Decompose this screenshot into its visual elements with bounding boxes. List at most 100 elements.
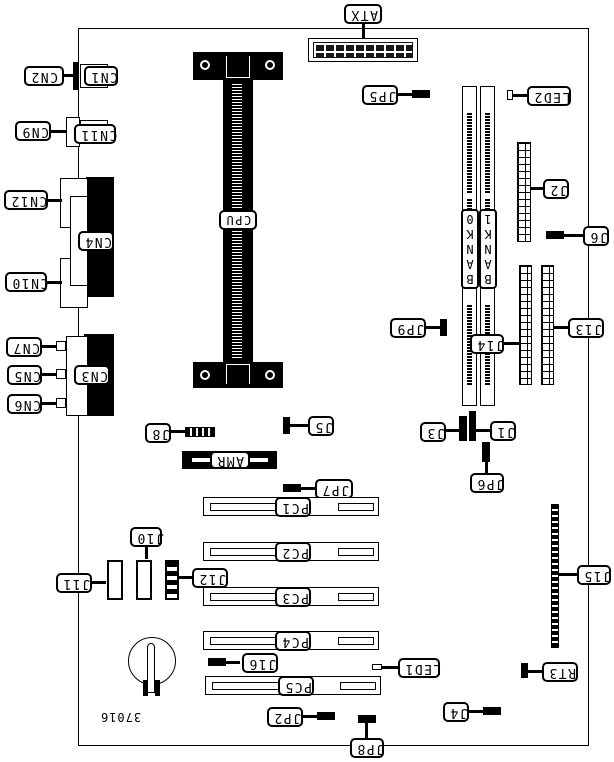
j15-header bbox=[551, 504, 559, 648]
jp9-leader bbox=[426, 326, 440, 329]
rt3-thermistor bbox=[521, 663, 528, 678]
label-jp8: JP8 bbox=[350, 738, 384, 758]
j12-leader bbox=[179, 576, 193, 579]
cn6-leader bbox=[40, 402, 56, 405]
j16-leader bbox=[226, 661, 240, 664]
label-cn9: CN9 bbox=[15, 121, 51, 141]
j14-connector bbox=[519, 265, 532, 385]
label-j12: J12 bbox=[192, 568, 228, 588]
j11-leader bbox=[92, 581, 106, 584]
j15-leader bbox=[559, 573, 577, 576]
label-cn11: CN11 bbox=[74, 124, 117, 144]
led2-leader bbox=[513, 94, 527, 97]
label-j2: J2 bbox=[543, 179, 569, 199]
rt3-leader bbox=[528, 670, 542, 673]
label-j11: J11 bbox=[56, 573, 92, 593]
cn6-jack bbox=[56, 398, 66, 408]
label-led1: LED1 bbox=[398, 658, 441, 678]
j11-header bbox=[107, 560, 123, 600]
label-j16: J16 bbox=[242, 653, 278, 673]
led2-indicator bbox=[507, 90, 513, 100]
j1-leader bbox=[476, 429, 490, 432]
jp6-leader bbox=[485, 462, 488, 474]
cn7-leader bbox=[40, 345, 56, 348]
j6-jumper bbox=[546, 231, 564, 239]
label-j4: J4 bbox=[443, 702, 469, 722]
j2-connector bbox=[517, 142, 531, 242]
atx-leader bbox=[362, 22, 365, 38]
label-cn6: CN6 bbox=[7, 394, 42, 414]
j5-jumper bbox=[283, 417, 290, 434]
label-cn10: CN10 bbox=[5, 272, 48, 292]
label-led2: LED2 bbox=[527, 86, 571, 106]
cpu-mount-hole-icon bbox=[265, 60, 275, 70]
label-j5: J5 bbox=[308, 416, 334, 436]
j8-leader bbox=[171, 430, 185, 433]
label-pc4: PC4 bbox=[275, 631, 311, 651]
label-j6: J6 bbox=[583, 226, 609, 246]
led1-indicator bbox=[372, 664, 382, 670]
label-pc1: PC1 bbox=[275, 497, 311, 517]
j16-jumper bbox=[208, 658, 226, 666]
label-cpu: CPU bbox=[219, 210, 257, 230]
jp5-jumper bbox=[412, 90, 430, 98]
cn1-connector bbox=[73, 62, 79, 90]
label-cn1: CN1 bbox=[84, 66, 118, 86]
cpu-mount-hole-icon bbox=[200, 370, 210, 380]
label-jp6: JP6 bbox=[470, 473, 504, 493]
j6-leader bbox=[564, 234, 584, 237]
battery-clip bbox=[147, 643, 155, 693]
cn5-jack bbox=[56, 369, 66, 379]
label-j10: J10 bbox=[130, 527, 164, 547]
cn7-jack bbox=[56, 341, 66, 351]
cn9-leader bbox=[50, 130, 66, 133]
j13-connector bbox=[541, 265, 554, 385]
j14-leader bbox=[504, 342, 519, 345]
label-j13: J13 bbox=[568, 318, 604, 338]
label-amr: AMR bbox=[210, 451, 250, 469]
cn2-leader bbox=[62, 74, 74, 77]
label-cn3: CN3 bbox=[74, 365, 110, 385]
jp6-jumper bbox=[482, 442, 490, 462]
part-number: 37016 bbox=[100, 710, 142, 724]
label-rt3: RT3 bbox=[542, 662, 578, 682]
label-j15: J15 bbox=[577, 565, 611, 585]
cpu-mount-hole-icon bbox=[200, 60, 210, 70]
j5-leader bbox=[290, 424, 308, 427]
label-jp9: JP9 bbox=[390, 318, 426, 338]
j3-leader bbox=[446, 429, 459, 432]
led1-leader bbox=[382, 666, 398, 669]
j2-leader bbox=[531, 187, 543, 190]
label-j14: J14 bbox=[470, 334, 504, 354]
label-cn4: CN4 bbox=[78, 231, 114, 251]
j4-jumper bbox=[483, 707, 501, 715]
j4-leader bbox=[469, 710, 483, 713]
jp2-jumper bbox=[317, 712, 335, 720]
j3-jumper bbox=[459, 416, 467, 441]
label-jp2: JP2 bbox=[267, 707, 303, 727]
j1-jumper bbox=[469, 411, 476, 441]
battery-holder bbox=[143, 680, 148, 696]
jp8-leader bbox=[365, 723, 368, 739]
label-atx: ATX bbox=[344, 4, 382, 24]
cpu-mount-hole-icon bbox=[265, 370, 275, 380]
jp7-leader bbox=[301, 487, 315, 490]
cn10-leader bbox=[46, 281, 62, 284]
label-jp7: JP7 bbox=[315, 479, 353, 499]
label-pc2: PC2 bbox=[275, 542, 311, 562]
atx-pins bbox=[313, 42, 413, 58]
label-j3: J3 bbox=[420, 422, 446, 442]
battery-holder bbox=[155, 680, 160, 696]
jp8-jumper bbox=[358, 715, 376, 723]
jp2-leader bbox=[303, 715, 317, 718]
label-cn12: CN12 bbox=[4, 190, 48, 210]
label-cn2: CN2 bbox=[24, 66, 64, 86]
cn5-leader bbox=[40, 373, 56, 376]
label-j8: J8 bbox=[145, 423, 171, 443]
label-pc5: PC5 bbox=[278, 676, 314, 696]
cpu-latch bbox=[226, 56, 250, 78]
j10-header bbox=[136, 560, 152, 600]
jp5-leader bbox=[398, 93, 412, 96]
